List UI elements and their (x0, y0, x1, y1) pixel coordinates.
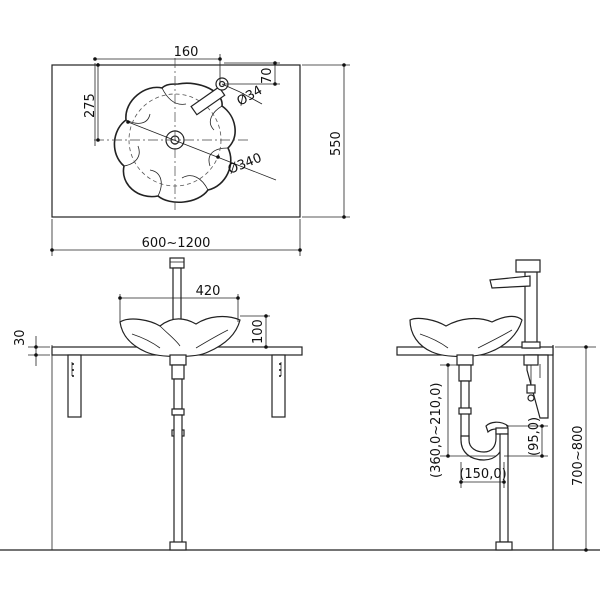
dim-275: 275 (83, 63, 100, 142)
front-leg-left (67, 354, 82, 418)
front-drain-pipe (169, 354, 187, 551)
top-view: 160 70 275 Ø34 Ø340 (50, 45, 350, 256)
faucet-side (489, 259, 541, 366)
dim-100-text: 100 (251, 319, 266, 344)
side-drain-pipe (456, 354, 513, 551)
dim-95-text: (95,0) (527, 417, 542, 456)
dim-width: 600~1200 (50, 219, 302, 256)
dim-phi34: Ø34 (221, 83, 266, 109)
dim-30-text: 30 (13, 329, 28, 346)
dim-70: 70 (224, 61, 280, 86)
dim-95: (95,0) (504, 417, 548, 458)
faucet-front (169, 257, 185, 329)
faucet-top (190, 86, 226, 116)
dim-phi34-text: Ø34 (235, 83, 266, 109)
dim-width-text: 600~1200 (142, 236, 211, 251)
basin-side-petals (419, 329, 513, 349)
dim-70-text: 70 (260, 67, 275, 84)
basin-petal-lines (123, 87, 229, 197)
dim-30: 30 (13, 329, 50, 366)
dim-150: (150,0) (459, 462, 507, 488)
front-leg-right (271, 354, 286, 418)
basin-side (409, 315, 523, 358)
dim-550-text: 550 (329, 131, 344, 156)
dim-150-text: (150,0) (459, 467, 506, 482)
dim-160-text: 160 (174, 45, 199, 60)
dim-phi340-text: Ø340 (226, 151, 264, 178)
dim-275-text: 275 (83, 93, 98, 118)
dim-height: 700~800 (555, 345, 596, 552)
dim-100: 100 (232, 314, 270, 349)
dim-160: 160 (93, 45, 222, 146)
dim-trap-range: (360,0~210,0) (429, 363, 496, 478)
side-bracket (526, 354, 549, 419)
dim-420: 420 (118, 284, 240, 322)
side-supply-line (526, 365, 536, 402)
basin-front-petals (131, 325, 229, 349)
dim-550: 550 (302, 63, 350, 219)
dim-phi340: Ø340 (126, 120, 277, 181)
dim-420-text: 420 (196, 284, 221, 299)
counter-outline-top (51, 64, 301, 218)
dim-height-text: 700~800 (571, 425, 586, 486)
dim-trap-range-text: (360,0~210,0) (429, 383, 444, 478)
side-view: (360,0~210,0) (95,0) (150,0) 700~800 (396, 259, 596, 552)
front-view: 420 100 30 (0, 257, 600, 551)
